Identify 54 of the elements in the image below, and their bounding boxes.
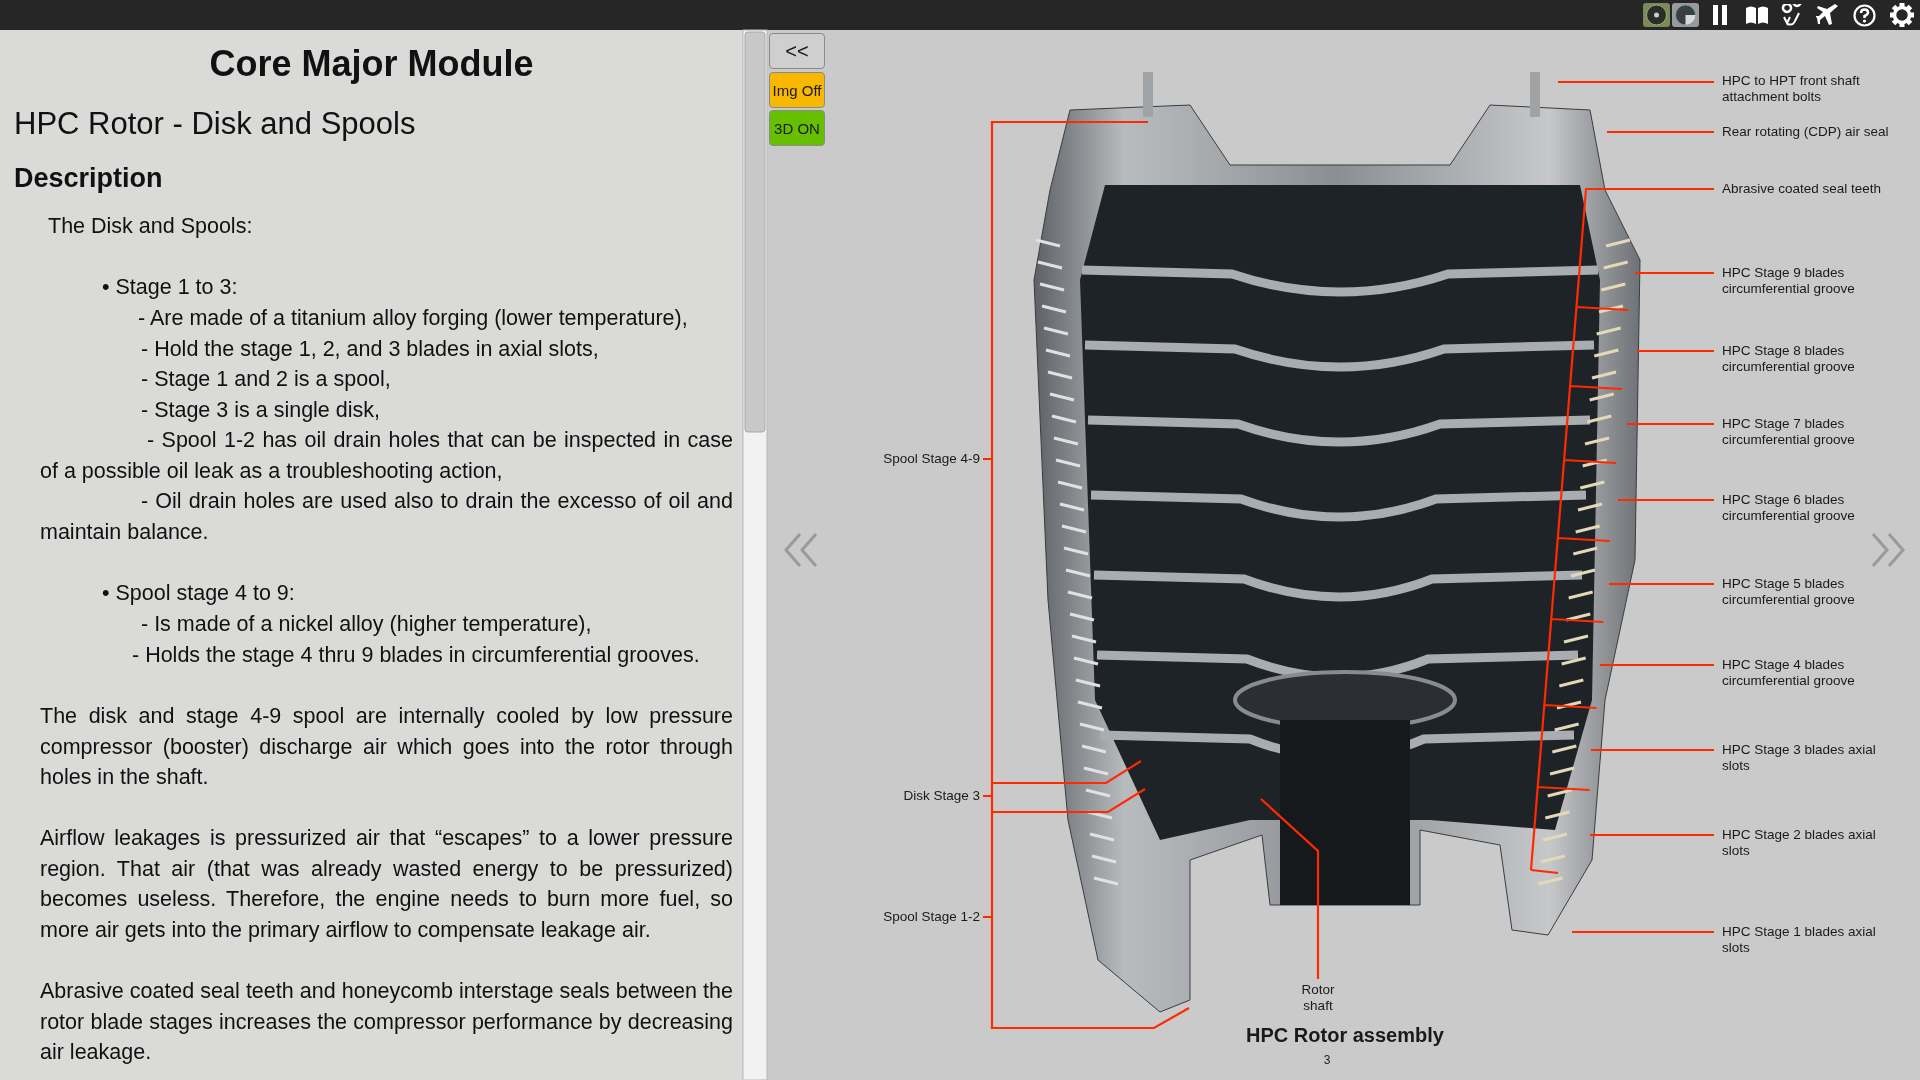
- bullet-item: • Stage 1 to 3:: [102, 274, 239, 301]
- part-label: Rotor shaft: [1288, 982, 1348, 1014]
- subheading: Description: [14, 162, 164, 195]
- part-label: HPC Stage 1 blades axial slots: [1722, 924, 1892, 956]
- part-label: Spool Stage 4-9: [850, 451, 980, 467]
- leader-line: [1590, 833, 1714, 837]
- part-label: HPC Stage 5 blades circumferential groove: [1722, 576, 1892, 608]
- part-label: HPC Stage 7 blades circumferential groove: [1722, 416, 1892, 448]
- leader-line: [1529, 187, 1716, 875]
- body-paragraph: Airflow leakages is pressurized air that “escapes” to a lower pressure region. That air (that was already wasted energy to be pressurized) becomes useless. Therefore, the engine needs to burn more fuel, so more air gets into the primary airflow to compensate leakage air.: [40, 825, 733, 944]
- body-text: - Stage 3 is a single disk,: [141, 397, 381, 424]
- bullet-item: • Spool stage 4 to 9:: [102, 580, 296, 607]
- part-label: HPC Stage 9 blades circumferential groove: [1722, 265, 1892, 297]
- leader-line: [1600, 663, 1714, 667]
- leader-line: [1572, 930, 1714, 934]
- part-label: Abrasive coated seal teeth: [1722, 181, 1917, 197]
- collapse-button: <<: [769, 33, 825, 69]
- body-text: - Oil drain holes are used also to drain the excesso of oil and maintain balance.: [40, 488, 733, 546]
- part-label: HPC to HPT front shaft attachment bolts: [1722, 73, 1892, 105]
- body-paragraph: The disk and stage 4-9 spool are internally cooled by low pressure compressor (booster) discharge air which goes into the rotor through holes in the shaft.: [40, 703, 733, 792]
- body-text: - Spool 1-2 has oil drain holes that can be inspected in case of a possible oil leak as a troubleshooting action,: [40, 427, 733, 485]
- body-text: - Holds the stage 4 thru 9 blades in circumferential grooves.: [132, 642, 701, 669]
- body-text: The Disk and Spools:: [48, 213, 254, 240]
- leader-line: [1627, 422, 1714, 426]
- part-label: Spool Stage 1-2: [850, 909, 980, 925]
- part-label: HPC Stage 2 blades axial slots: [1722, 827, 1892, 859]
- leader-line: [981, 759, 1147, 814]
- leader-line: [981, 810, 1191, 1030]
- part-label: HPC Stage 8 blades circumferential groove: [1722, 343, 1892, 375]
- body-paragraph: Abrasive coated seal teeth and honeycomb interstage seals between the rotor blade stages increases the compressor performance by decreasing air leakage.: [40, 978, 733, 1067]
- body-text: - Are made of a titanium alloy forging (lower temperature),: [138, 305, 689, 332]
- part-label: Rear rotating (CDP) air seal: [1722, 124, 1917, 140]
- leader-line: [981, 120, 1150, 785]
- body-text: - Hold the stage 1, 2, and 3 blades in axial slots,: [141, 336, 600, 363]
- figure-caption: HPC Rotor assembly: [1245, 1023, 1445, 1048]
- part-label: HPC Stage 3 blades axial slots: [1722, 742, 1892, 774]
- leader-line: [1591, 748, 1714, 752]
- leader-line: [1637, 349, 1714, 353]
- leader-line: [1558, 80, 1714, 84]
- leader-line: [1260, 798, 1320, 979]
- leader-line: [1609, 582, 1714, 586]
- leader-line: [1607, 130, 1714, 134]
- part-label: Disk Stage 3: [850, 788, 980, 804]
- panel-title: Core Major Module: [208, 42, 535, 86]
- body-text: - Is made of a nickel alloy (higher temperature),: [141, 611, 593, 638]
- leader-line: [1635, 271, 1714, 275]
- section-heading: HPC Rotor - Disk and Spools: [14, 105, 417, 143]
- image-toggle-button: Img Off: [769, 72, 825, 108]
- part-label: HPC Stage 4 blades circumferential groove: [1722, 657, 1892, 689]
- 3d-toggle-button: 3D ON: [769, 110, 825, 146]
- body-text: - Stage 1 and 2 is a spool,: [141, 366, 392, 393]
- page-number: 3: [1322, 1052, 1332, 1068]
- part-label: HPC Stage 6 blades circumferential groove: [1722, 492, 1892, 524]
- leader-line: [1618, 498, 1714, 502]
